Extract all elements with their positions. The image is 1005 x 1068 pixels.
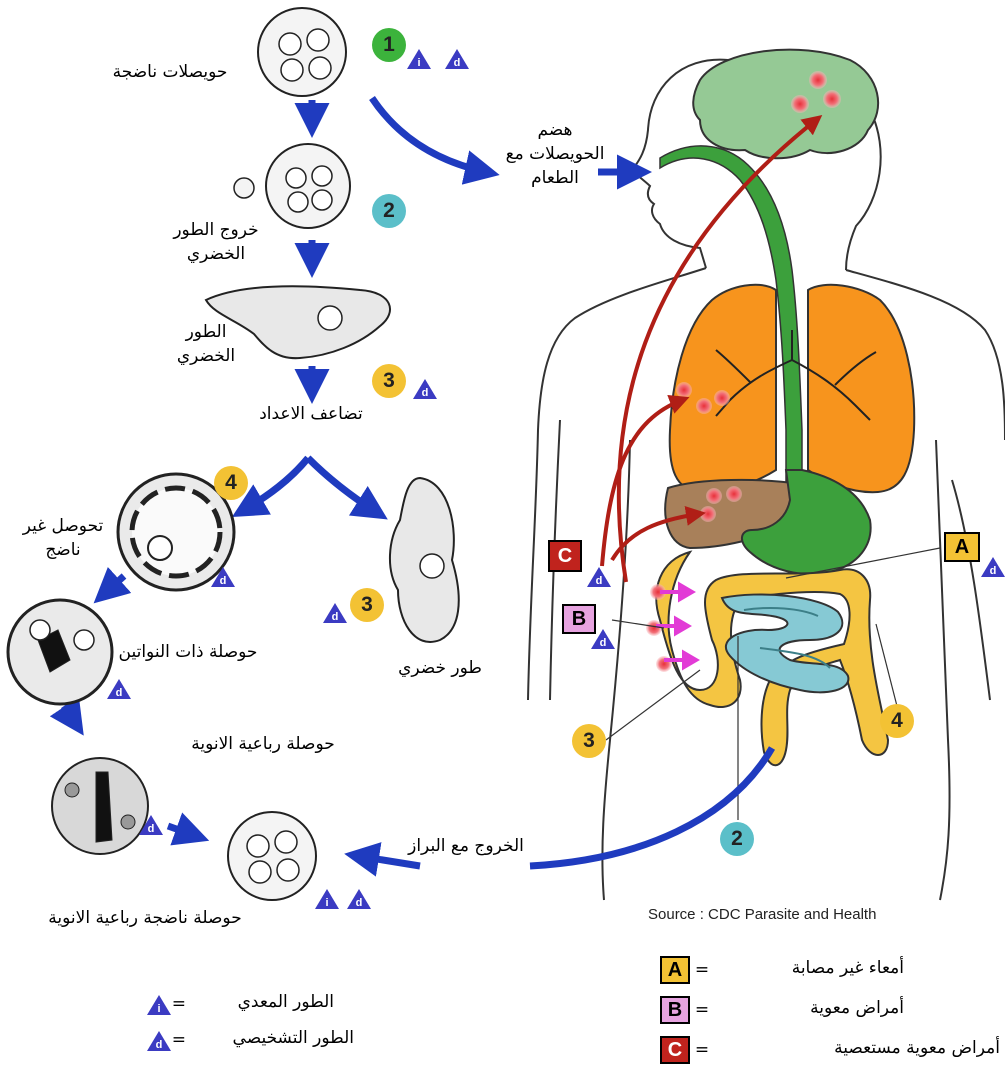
- label-encystation: تحوصل غير ناضج: [4, 514, 122, 562]
- right-lung: [808, 285, 914, 492]
- mature-cyst-bottom: [228, 812, 316, 900]
- label-passed-in-stool: الخروج مع البراز: [404, 834, 528, 858]
- legend-box-a: A: [660, 956, 690, 984]
- excysting-cyst: [234, 144, 350, 228]
- diagnostic-stage-icon: d: [444, 48, 470, 70]
- stage-4-badge: 4: [214, 466, 248, 500]
- diagnostic-stage-icon: d: [412, 378, 438, 400]
- legend-diagnostic-icon: d: [146, 1030, 172, 1052]
- label-multiplication: تضاعف الاعداد: [216, 402, 406, 426]
- label-quadrinucleate-cyst: حوصلة رباعية الانوية: [148, 732, 378, 756]
- legend-b-text: أمراض معوية: [714, 996, 904, 1020]
- quadrinucleate-cyst: [52, 758, 148, 854]
- label-mature-cyst: حويصلات ناضجة: [86, 60, 254, 84]
- legend-eq: =: [694, 998, 710, 1022]
- infective-stage-icon: i: [406, 48, 432, 70]
- stage-3-badge: 3: [372, 364, 406, 398]
- label-mature-quad-cyst: حوصلة ناضجة رباعية الانوية: [28, 906, 262, 930]
- diagnostic-stage-icon: d: [586, 566, 612, 588]
- label-excystation: خروج الطور الخضري: [162, 218, 270, 266]
- stage-4-badge-body: 4: [880, 704, 914, 738]
- legend-diagnostic-text: الطور التشخيصي: [184, 1026, 354, 1050]
- trophozoite-right: [390, 478, 459, 642]
- box-b: B: [562, 604, 596, 634]
- stage-1-badge: 1: [372, 28, 406, 62]
- source-credit: Source : CDC Parasite and Health: [648, 906, 876, 923]
- legend-box-b: B: [660, 996, 690, 1024]
- infective-stage-icon: i: [314, 888, 340, 910]
- box-c: C: [548, 540, 582, 572]
- legend-a-text: أمعاء غير مصابة: [714, 956, 904, 980]
- brain: [693, 50, 878, 159]
- stage-2-badge: 2: [372, 194, 406, 228]
- legend-eq: =: [694, 1038, 710, 1062]
- label-binucleate-cyst: حوصلة ذات النواتين: [116, 640, 260, 664]
- legend-infective-text: الطور المعدي: [184, 990, 334, 1014]
- stage-3-badge-right: 3: [350, 588, 384, 622]
- label-trophozoite: الطور الخضري: [156, 320, 256, 368]
- binucleate-cyst: [8, 600, 112, 704]
- diagnostic-stage-icon: d: [106, 678, 132, 700]
- legend-c-text: أمراض معوية مستعصية: [714, 1036, 1000, 1060]
- diagnostic-stage-icon: d: [980, 556, 1005, 578]
- diagnostic-stage-icon: d: [210, 566, 236, 588]
- stage-3-badge-body: 3: [572, 724, 606, 758]
- diagnostic-stage-icon: d: [346, 888, 372, 910]
- stage-2-badge-body: 2: [720, 822, 754, 856]
- legend-eq: =: [694, 958, 710, 982]
- diagnostic-stage-icon: d: [322, 602, 348, 624]
- legend-infective-icon: i: [146, 994, 172, 1016]
- label-ingestion: هضم الحويصلات مع الطعام: [504, 118, 606, 190]
- legend-box-c: C: [660, 1036, 690, 1064]
- box-a: A: [944, 532, 980, 562]
- mature-cyst-top: [258, 8, 346, 96]
- diagnostic-stage-icon: d: [138, 814, 164, 836]
- label-trophozoite-right: طور خضري: [374, 656, 506, 680]
